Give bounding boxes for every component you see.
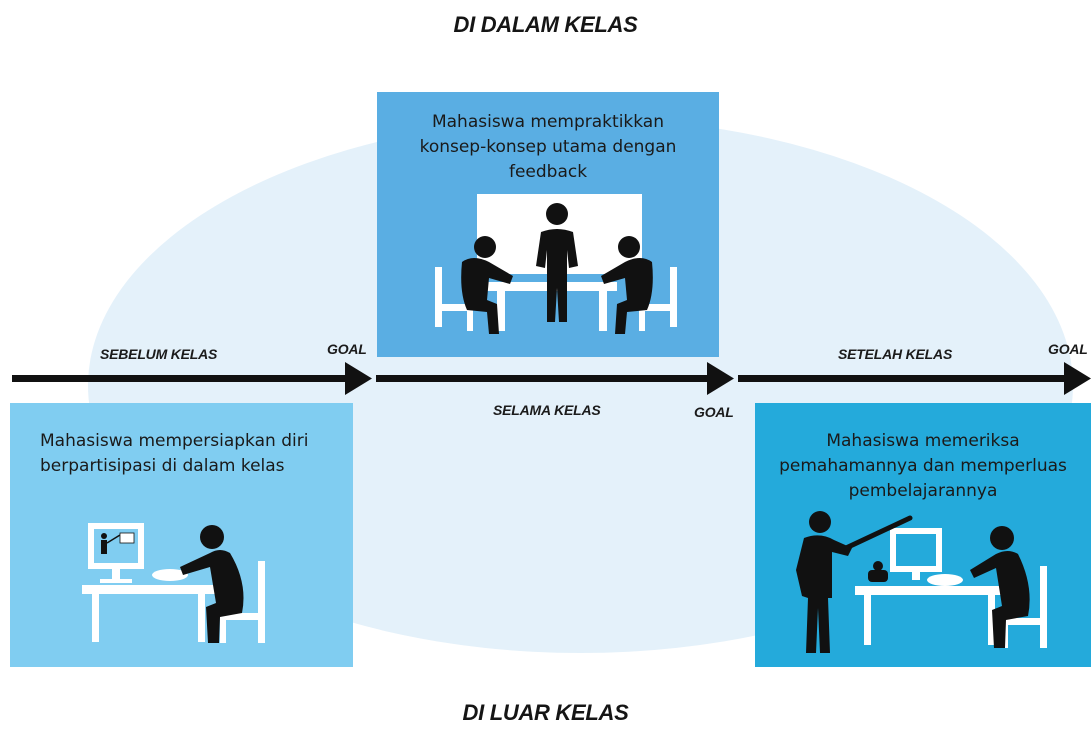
heading-outside-class: DI LUAR KELAS [462, 700, 629, 725]
goal-after: GOAL [1048, 341, 1088, 357]
goal-during: GOAL [694, 404, 734, 420]
arrow-after [738, 362, 1091, 395]
label-before-class: SEBELUM KELAS [100, 346, 218, 362]
heading-in-class: DI DALAM KELAS [453, 12, 638, 37]
label-after-class: SETELAH KELAS [838, 346, 953, 362]
card-during-class: Mahasiswa mempraktikkan konsep-konsep ut… [377, 92, 719, 357]
group-discussion-icon [435, 194, 677, 334]
label-during-class: SELAMA KELAS [493, 402, 601, 418]
card-after-class: Mahasiswa memeriksa pemahamannya dan mem… [755, 403, 1091, 667]
student-at-computer-icon [82, 523, 265, 643]
card-before-class: Mahasiswa mempersiapkan diri berpartisip… [10, 403, 353, 667]
card-before-text: Mahasiswa mempersiapkan diri berpartisip… [40, 431, 309, 476]
teacher-pointing-icon [796, 511, 1047, 653]
goal-before: GOAL [327, 341, 367, 357]
arrow-before [12, 362, 372, 395]
card-after-text: Mahasiswa memeriksa pemahamannya dan mem… [779, 431, 1067, 501]
card-during-text: Mahasiswa mempraktikkan konsep-konsep ut… [419, 112, 677, 182]
arrow-during [376, 362, 734, 395]
